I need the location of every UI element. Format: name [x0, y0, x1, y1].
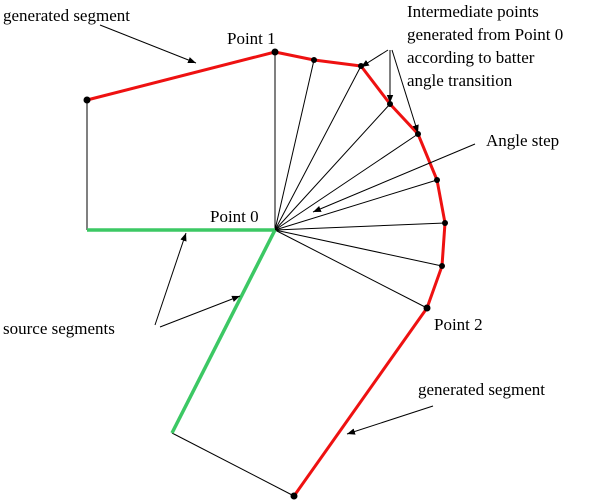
radial-line	[274, 179, 438, 231]
radial-line	[274, 103, 391, 231]
vertex-points	[83, 48, 448, 500]
arrow-generated-top	[99, 24, 197, 64]
bottom-vertex-dot	[290, 492, 298, 500]
source-segment-diagonal	[170, 229, 277, 434]
arrow-intermediate-3	[391, 49, 419, 134]
radial-line	[274, 65, 362, 231]
radial-line	[274, 222, 446, 231]
generated-segments	[86, 50, 447, 497]
generated-segment-bottom	[292, 307, 429, 497]
radial-line	[274, 229, 428, 309]
bottom-connector-line	[171, 432, 295, 497]
generated-segment-top	[86, 50, 276, 102]
arrow-source-2	[159, 295, 241, 328]
arrow-angle-step	[312, 143, 476, 213]
label-intermediate-line1: Intermediate points	[407, 2, 539, 21]
label-intermediate-line4: angle transition	[407, 71, 513, 90]
annotation-arrows	[99, 24, 476, 435]
source-segments	[87, 228, 277, 434]
arrow-source-1	[154, 232, 187, 326]
intermediate-dot	[442, 220, 448, 226]
label-source-segments: source segments	[3, 319, 115, 338]
label-generated-segment-top: generated segment	[3, 6, 130, 25]
label-point0: Point 0	[210, 207, 259, 226]
intermediate-dot	[415, 131, 421, 137]
label-intermediate-line2: generated from Point 0	[407, 25, 563, 44]
construction-lines	[86, 52, 446, 497]
label-generated-segment-bottom: generated segment	[418, 380, 545, 399]
label-point1: Point 1	[227, 29, 276, 48]
point2-dot	[423, 304, 431, 312]
label-point2: Point 2	[434, 315, 483, 334]
label-angle-step: Angle step	[486, 131, 559, 150]
point1-dot	[271, 48, 279, 56]
arrow-intermediate-1	[360, 49, 389, 68]
arrow-generated-bottom	[346, 405, 434, 435]
radial-line	[274, 229, 443, 267]
intermediate-dot	[387, 101, 393, 107]
radial-line	[274, 133, 419, 231]
intermediate-dot	[358, 63, 364, 69]
radial-line	[274, 59, 315, 231]
intermediate-dot	[434, 177, 440, 183]
intermediate-dot	[439, 263, 445, 269]
vertex-dot	[83, 96, 91, 104]
label-intermediate-line3: according to batter	[407, 48, 535, 67]
intermediate-dot	[311, 57, 317, 63]
radial-lines	[274, 59, 446, 309]
generated-arc	[274, 50, 447, 309]
